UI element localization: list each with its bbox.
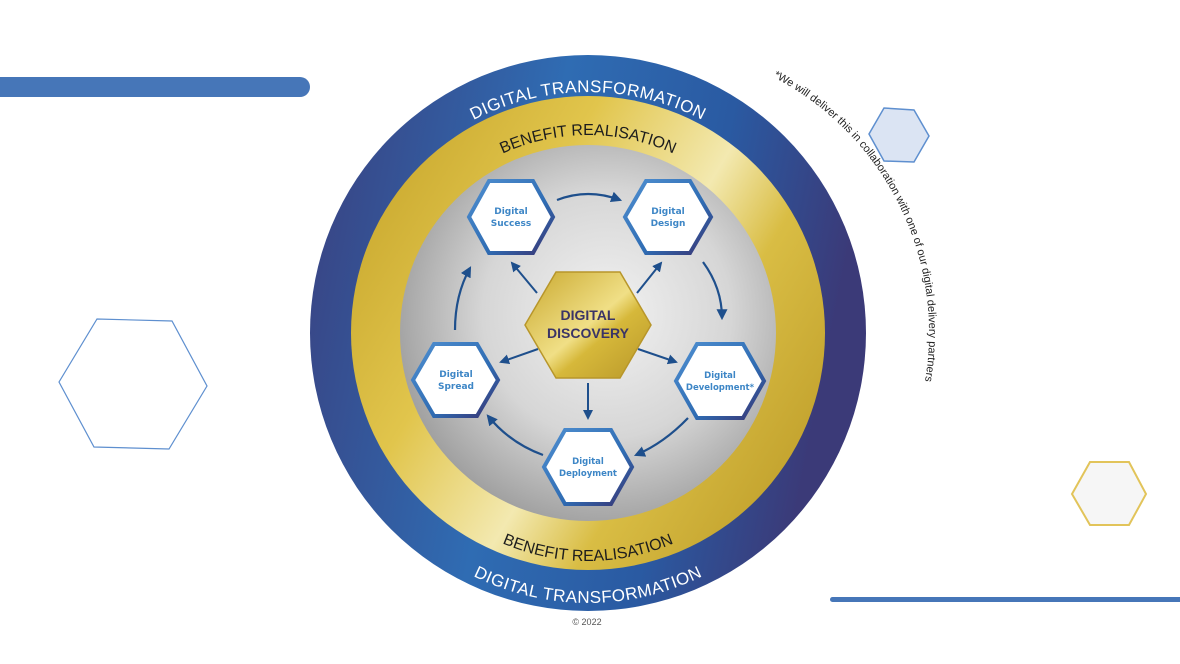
stage-hexagon-spread: Digital Spread: [410, 342, 501, 418]
arrow-discovery-to-spread: [499, 348, 539, 365]
arrow-discovery-to-design: [636, 261, 663, 294]
copyright: © 2022: [572, 617, 601, 627]
stage-label-line2: Design: [651, 219, 686, 229]
stage-hexagon-development: Digital Development*: [673, 342, 767, 420]
decorative-line-bottom-right: [830, 597, 1180, 602]
center-label-line2: DISCOVERY: [547, 325, 630, 341]
center-hexagon-digital-discovery: DIGITAL DISCOVERY: [524, 271, 652, 379]
stage-label-line1: Digital: [494, 207, 528, 217]
stage-hexagon-design: Digital Design: [622, 179, 714, 255]
stage-label-line1: Digital: [572, 457, 604, 467]
arrow-deployment-to-spread: [486, 414, 544, 457]
stage-label-line2: Deployment: [559, 469, 617, 479]
stage-label-line2: Success: [491, 219, 531, 229]
arrow-design-to-development: [702, 261, 728, 321]
stage-label-line1: Digital: [439, 370, 473, 380]
decorative-hexagon-blue-small: [868, 107, 930, 163]
stage-label-line1: Digital: [651, 207, 685, 217]
stage-hexagon-deployment: Digital Deployment: [541, 428, 635, 506]
stage-label-line2: Spread: [438, 382, 474, 392]
arrow-discovery-to-development: [637, 348, 678, 365]
decorative-bar-top-left: [0, 77, 310, 97]
center-label-line1: DIGITAL: [561, 307, 616, 323]
arrow-development-to-deployment: [633, 417, 689, 457]
decorative-hexagon-gold: [1070, 461, 1148, 526]
stage-label-line1: Digital: [704, 371, 736, 381]
stage-label-line2: Development*: [686, 383, 755, 393]
arrow-discovery-to-success: [510, 261, 538, 294]
decorative-hexagon-outline-large: [58, 318, 208, 450]
stage-hexagon-success: Digital Success: [466, 179, 556, 255]
arrow-spread-to-success: [453, 266, 472, 331]
arrow-success-to-design: [556, 191, 623, 203]
